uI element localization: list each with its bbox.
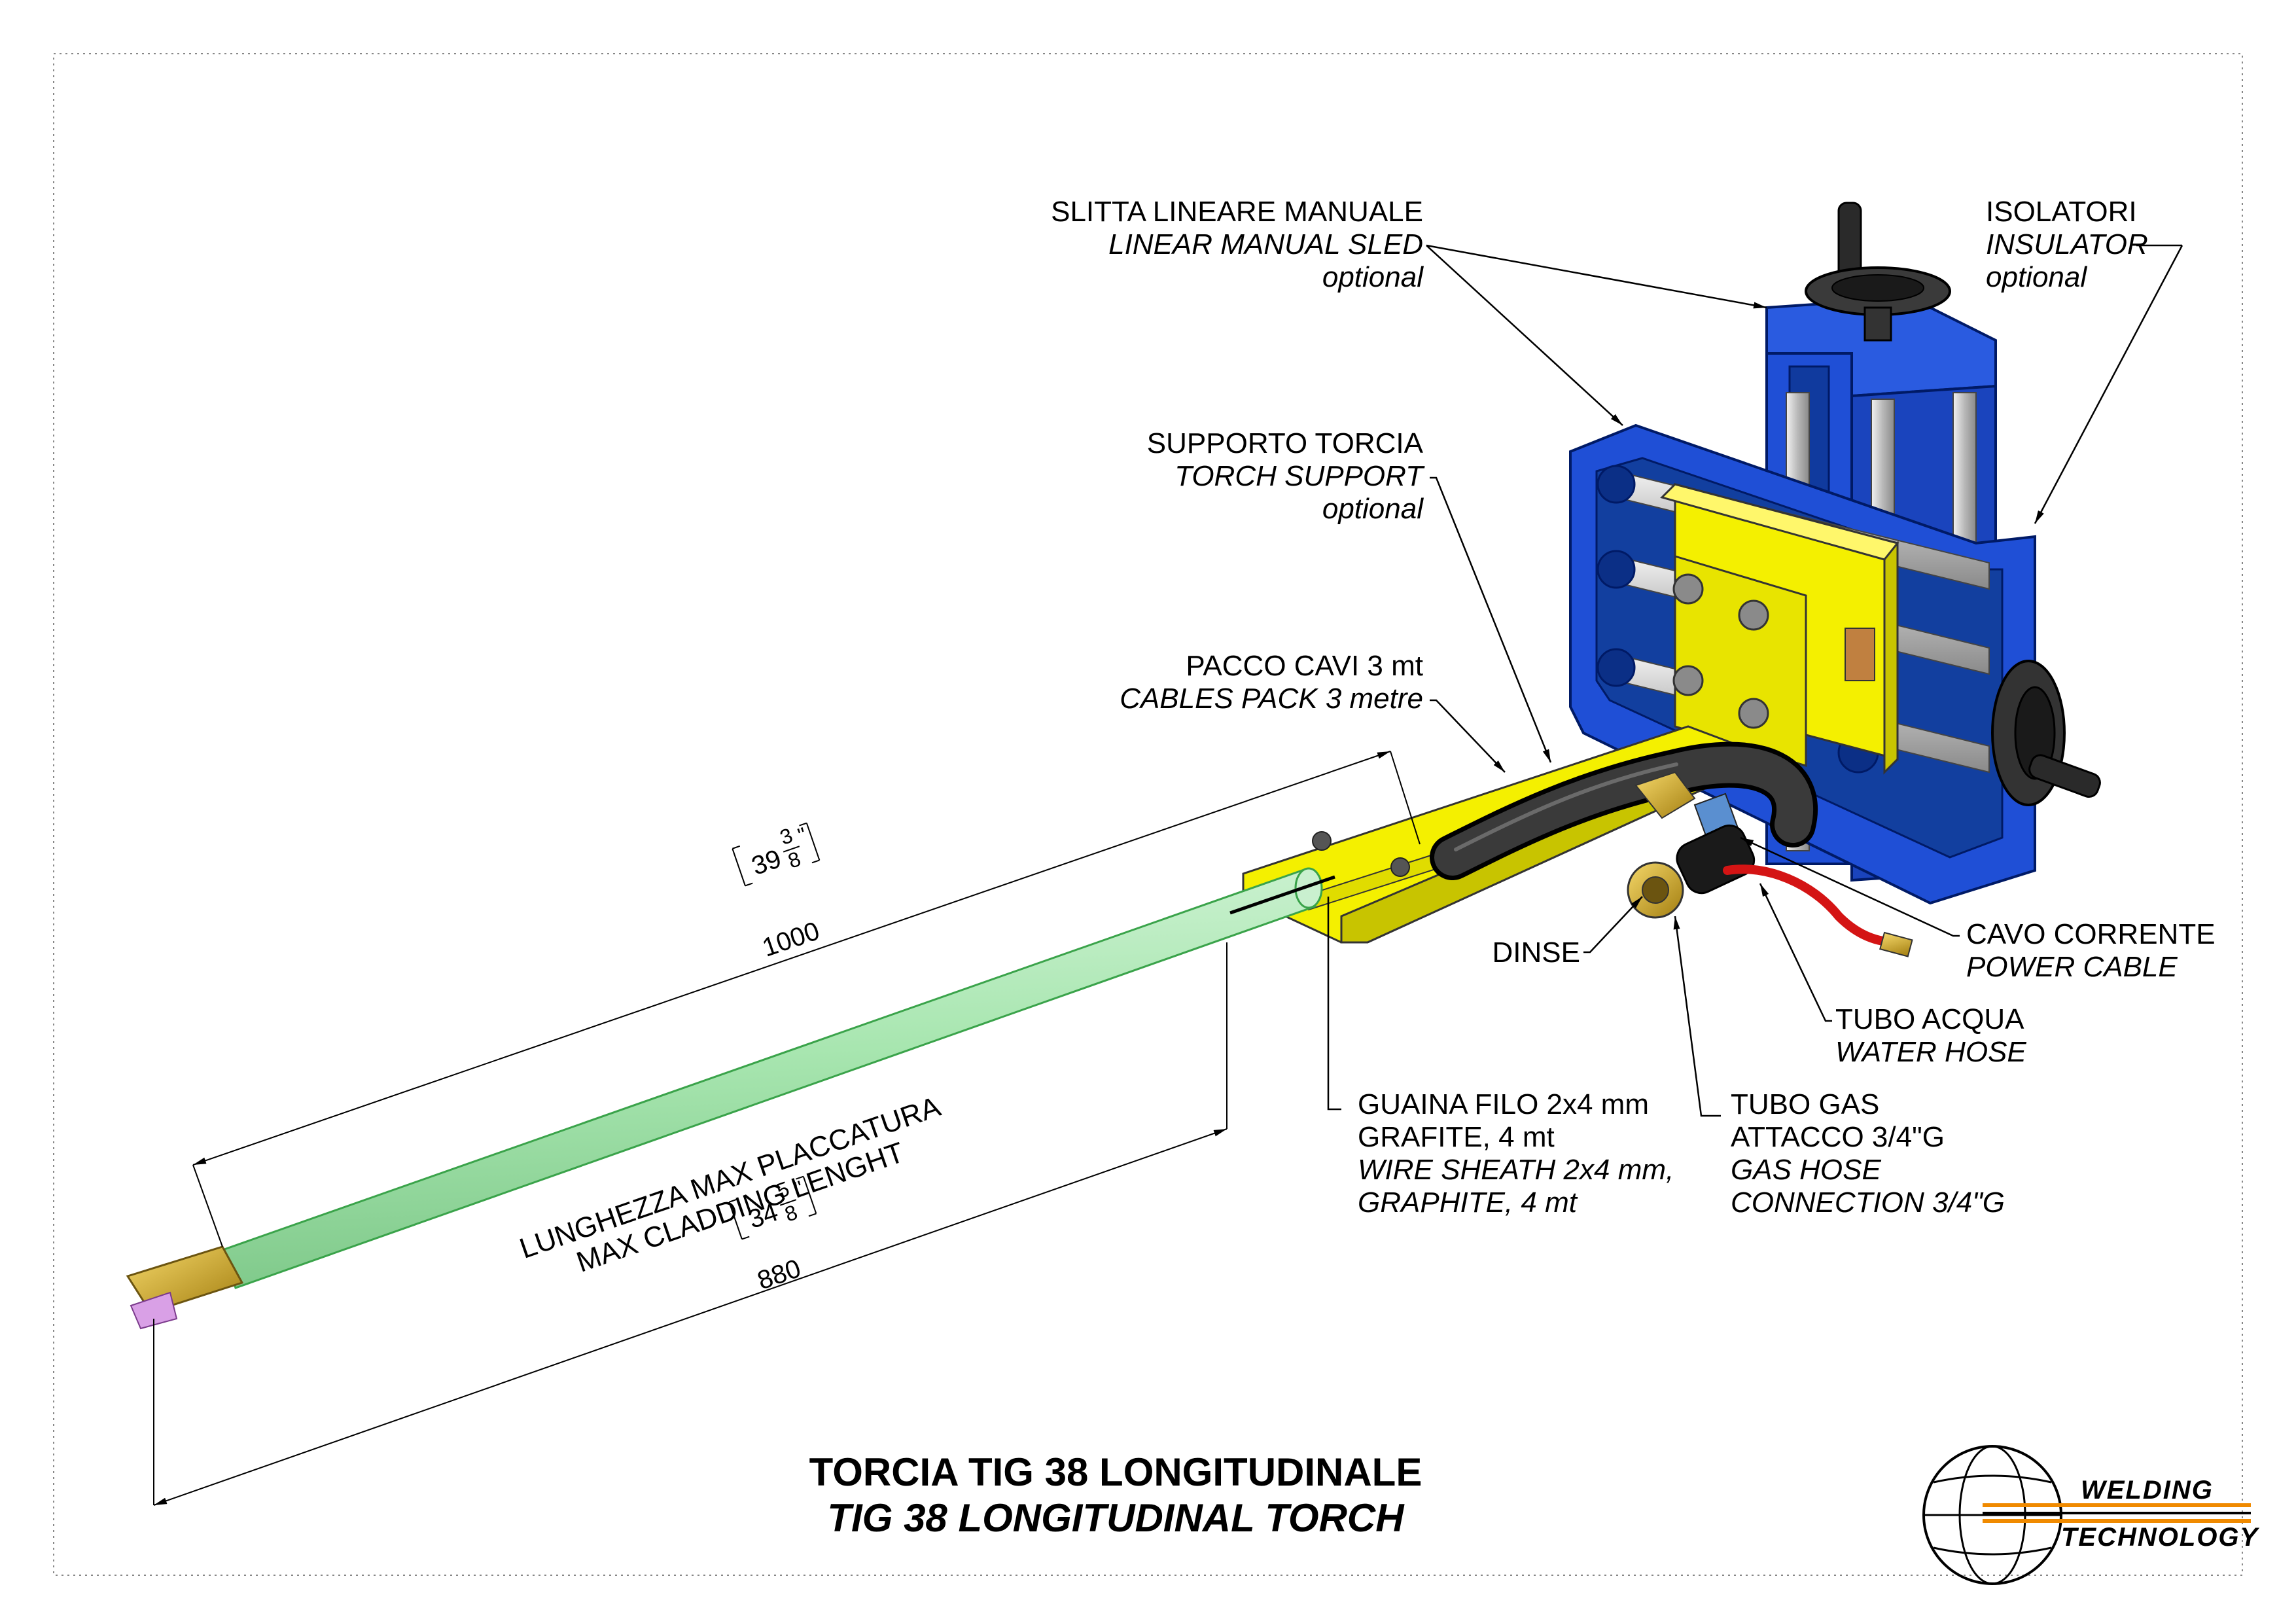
dim-total-mm: 1000	[759, 916, 823, 963]
wire-sheath-label-it1: GUAINA FILO 2x4 mm	[1358, 1088, 1649, 1120]
dim-total-inch-whole: 39	[748, 844, 785, 881]
torch-support-label-note: optional	[1322, 493, 1424, 525]
sled-label-en: LINEAR MANUAL SLED	[1108, 228, 1423, 260]
torch-tube	[126, 867, 1335, 1330]
sled-label-note: optional	[1322, 261, 1424, 293]
dinse-label: DINSE	[1492, 936, 1580, 969]
insulator-label-note: optional	[1986, 261, 2087, 293]
callout-sled: SLITTA LINEARE MANUALE LINEAR MANUAL SLE…	[1051, 196, 1424, 293]
power-cable-label-it: CAVO CORRENTE	[1966, 918, 2216, 950]
callout-water-hose: TUBO ACQUA WATER HOSE	[1835, 1003, 2026, 1068]
wire-sheath-label-en1: WIRE SHEATH 2x4 mm,	[1358, 1154, 1674, 1186]
water-hose-label-en: WATER HOSE	[1835, 1036, 2026, 1068]
sled-label-it: SLITTA LINEARE MANUALE	[1051, 196, 1423, 228]
top-handwheel	[1805, 202, 1951, 342]
title-en: TIG 38 LONGITUDINAL TORCH	[827, 1496, 1405, 1540]
dim-cladding-caption-it: LUNGHEZZA MAX PLACCATURA	[516, 1090, 945, 1265]
callout-insulator: ISOLATORI INSULATOR optional	[1986, 196, 2148, 293]
dim-total-inch-num: 3	[777, 823, 796, 849]
wire-sheath-label-en2: GRAPHITE, 4 mt	[1358, 1186, 1578, 1219]
gas-hose-label-en1: GAS HOSE	[1731, 1154, 1881, 1186]
drawing-title: TORCIA TIG 38 LONGITUDINALE TIG 38 LONGI…	[809, 1450, 1422, 1540]
torch-support-label-en: TORCH SUPPORT	[1174, 460, 1425, 492]
water-hose-label-it: TUBO ACQUA	[1835, 1003, 2024, 1035]
water-hose	[1723, 865, 1902, 947]
logo-line2: TECHNOLOGY	[2061, 1523, 2260, 1552]
cables-pack-label-it: PACCO CAVI 3 mt	[1186, 650, 1423, 682]
insulator-label-it: ISOLATORI	[1986, 196, 2137, 228]
cable-connectors	[1627, 771, 1756, 919]
gas-hose-label-it2: ATTACCO 3/4"G	[1731, 1121, 1945, 1153]
callout-torch-support: SUPPORTO TORCIA TORCH SUPPORT optional	[1147, 427, 1425, 525]
welding-technology-logo: WELDING TECHNOLOGY	[1922, 1445, 2260, 1585]
title-it: TORCIA TIG 38 LONGITUDINALE	[809, 1450, 1422, 1494]
dim-total-inch-den: 8	[785, 847, 804, 873]
leader-lines	[1327, 244, 2183, 1117]
cables-pack-label-en: CABLES PACK 3 metre	[1120, 683, 1423, 715]
callout-power-cable: CAVO CORRENTE POWER CABLE	[1966, 918, 2216, 983]
callout-dinse: DINSE	[1492, 936, 1580, 969]
logo-line1: WELDING	[2081, 1476, 2214, 1505]
insulator-label-en: INSULATOR	[1986, 228, 2148, 260]
gas-hose-label-en2: CONNECTION 3/4"G	[1731, 1186, 2005, 1219]
power-cable-label-en: POWER CABLE	[1966, 951, 2178, 983]
callout-gas-hose: TUBO GAS ATTACCO 3/4"G GAS HOSE CONNECTI…	[1731, 1088, 2005, 1219]
callout-cables-pack: PACCO CAVI 3 mt CABLES PACK 3 metre	[1120, 650, 1423, 715]
gas-hose-label-it1: TUBO GAS	[1731, 1088, 1879, 1120]
callout-wire-sheath: GUAINA FILO 2x4 mm GRAFITE, 4 mt WIRE SH…	[1358, 1088, 1674, 1219]
wire-sheath-label-it2: GRAFITE, 4 mt	[1358, 1121, 1555, 1153]
dim-cladding-mm: 880	[754, 1254, 804, 1295]
side-handwheel	[1991, 660, 2101, 806]
torch-support-label-it: SUPPORTO TORCIA	[1147, 427, 1424, 459]
